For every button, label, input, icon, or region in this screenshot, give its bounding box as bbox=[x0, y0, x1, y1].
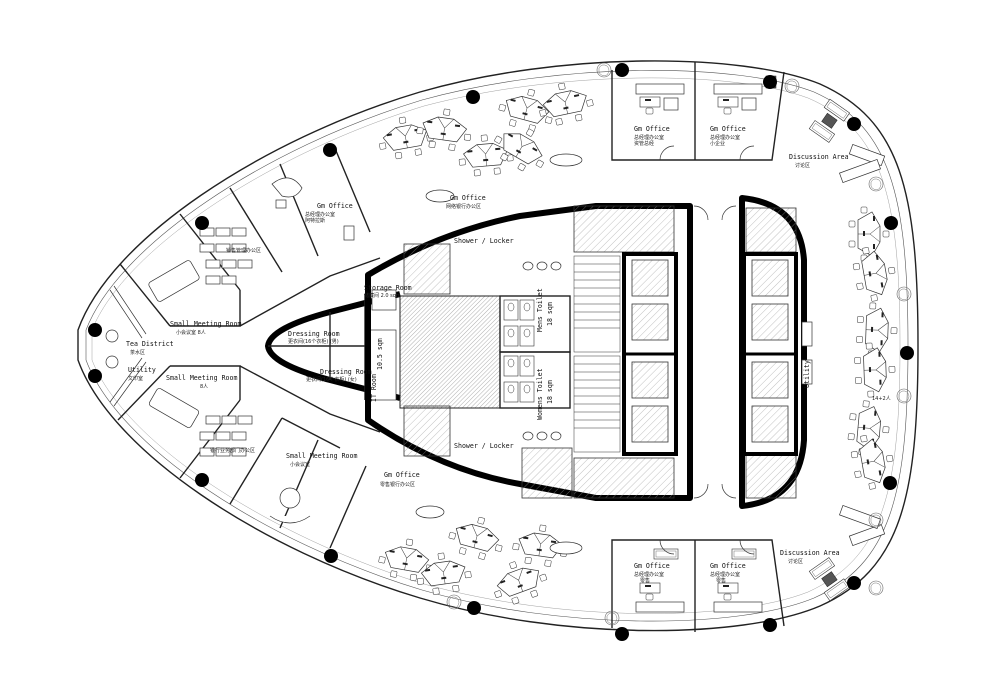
label-mens-toilet: Mens Toilet bbox=[536, 288, 544, 332]
label-storage: Storage Room bbox=[364, 284, 412, 292]
label-dressing-2: Dressing Room bbox=[320, 368, 372, 376]
workstations-bottom bbox=[376, 511, 569, 609]
label-utility-right: Utility bbox=[803, 360, 811, 388]
label-womens-area: 18 sqm bbox=[546, 380, 554, 404]
svg-text:零售银行办公区: 零售银行办公区 bbox=[380, 481, 415, 488]
label-gm-office-top-2: Gm Office bbox=[710, 125, 746, 133]
svg-text:零售: 零售 bbox=[640, 577, 650, 584]
label-womens-toilet: Womens Toilet bbox=[536, 368, 544, 420]
svg-text:小会议室 8人: 小会议室 8人 bbox=[176, 329, 206, 336]
svg-text:更衣间(16个衣柜) (男): 更衣间(16个衣柜) (男) bbox=[288, 338, 339, 345]
label-gm-office-top-left: Gm Office bbox=[317, 202, 353, 210]
label-small-meeting-2: Small Meeting Room bbox=[166, 374, 237, 382]
label-it-area: 10.5 sqm bbox=[376, 338, 384, 370]
svg-text:文印室: 文印室 bbox=[128, 375, 143, 382]
svg-text:零售: 零售 bbox=[716, 577, 726, 584]
svg-text:小会议室: 小会议室 bbox=[290, 461, 310, 468]
svg-text:茶水区: 茶水区 bbox=[130, 349, 145, 356]
gm-offices-bottom bbox=[611, 539, 785, 632]
discussion-areas bbox=[808, 98, 886, 602]
label-open-office-top: Gm Office bbox=[450, 194, 486, 202]
label-small-meeting-3: Small Meeting Room bbox=[286, 452, 357, 460]
label-utility-left: Utility bbox=[128, 366, 156, 374]
central-core bbox=[365, 203, 693, 501]
label-it-room: IT Room bbox=[370, 374, 378, 402]
dressing-wedge bbox=[265, 289, 401, 401]
svg-text:总经理办公室: 总经理办公室 bbox=[710, 571, 740, 578]
svg-text:更衣间(16个衣柜) (女): 更衣间(16个衣柜) (女) bbox=[306, 376, 357, 383]
svg-text:阿特拉斯: 阿特拉斯 bbox=[305, 217, 325, 224]
label-shower-top: Shower / Locker bbox=[454, 237, 514, 245]
workstations-right bbox=[847, 207, 900, 492]
svg-text:网络银行办公区: 网络银行办公区 bbox=[446, 203, 481, 210]
label-tea-district: Tea District bbox=[126, 340, 174, 348]
columns bbox=[88, 63, 914, 641]
label-workstation-count: 14+2人 bbox=[872, 396, 891, 402]
room-labels: Gm Office 总经理办公室 阿特拉斯 Gm Office 网络银行办公区 … bbox=[126, 125, 891, 584]
label-mens-area: 18 sqm bbox=[546, 302, 554, 326]
svg-text:小企业: 小企业 bbox=[710, 140, 725, 147]
label-discussion-bottom: Discussion Area bbox=[780, 549, 840, 557]
label-gm-office-bottom-1: Gm Office bbox=[634, 562, 670, 570]
svg-text:讨论区: 讨论区 bbox=[788, 558, 803, 565]
label-open-office-bottom: Gm Office bbox=[384, 471, 420, 479]
label-gm-office-top-1: Gm Office bbox=[634, 125, 670, 133]
left-wing bbox=[105, 145, 381, 549]
label-ws-left: 销售管理办公区 bbox=[226, 247, 261, 254]
svg-text:总经理办公室: 总经理办公室 bbox=[634, 134, 664, 141]
svg-text:8人: 8人 bbox=[200, 384, 208, 390]
label-ws-left-bottom: 银行业务部门办公区 bbox=[210, 447, 255, 454]
right-core bbox=[739, 195, 813, 509]
exterior-wall bbox=[77, 60, 919, 632]
svg-text:资管总经: 资管总经 bbox=[634, 140, 654, 147]
svg-text:讨论区: 讨论区 bbox=[795, 162, 810, 169]
lift-lobby bbox=[693, 205, 737, 499]
label-gm-office-bottom-2: Gm Office bbox=[710, 562, 746, 570]
glazing-line bbox=[91, 77, 901, 614]
svg-text:总经理办公室: 总经理办公室 bbox=[710, 134, 740, 141]
svg-text:储藏间 2.0 sqm: 储藏间 2.0 sqm bbox=[364, 292, 401, 299]
svg-text:总经理办公室: 总经理办公室 bbox=[305, 211, 335, 218]
svg-text:总经理办公室: 总经理办公室 bbox=[634, 571, 664, 578]
label-small-meeting-1: Small Meeting Room bbox=[170, 320, 241, 328]
label-discussion-top: Discussion Area bbox=[789, 153, 849, 161]
label-shower-bottom: Shower / Locker bbox=[454, 442, 514, 450]
label-dressing-1: Dressing Room bbox=[288, 330, 340, 338]
